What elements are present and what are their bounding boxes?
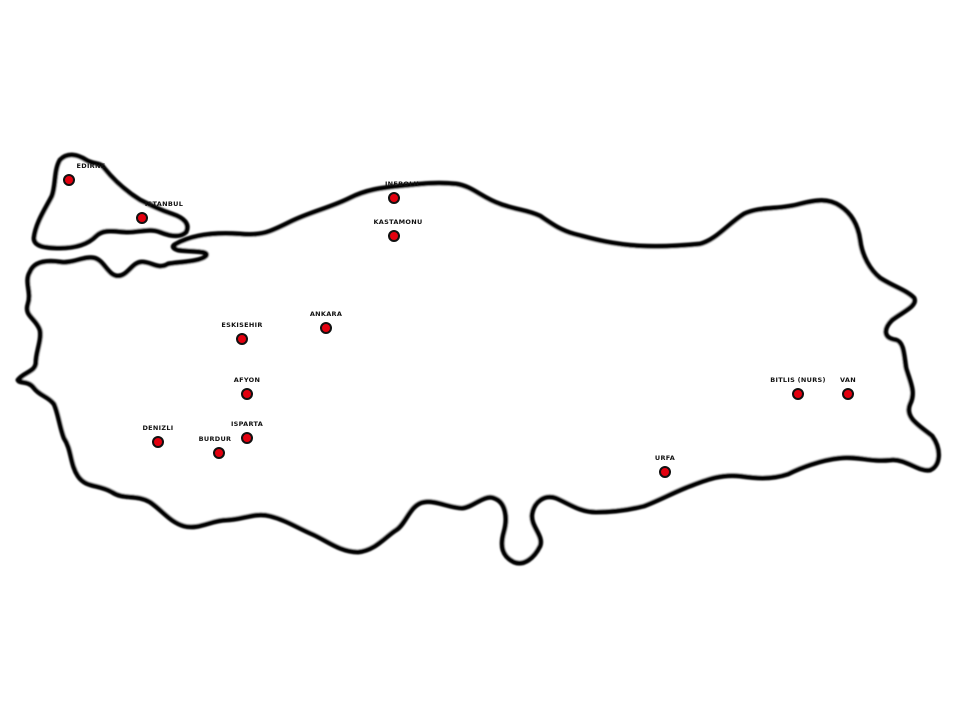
anatolia-outline [15, 180, 941, 566]
city-label: ANKARA [309, 310, 343, 318]
city-label: ISPARTA [230, 420, 264, 428]
city-label: URFA [654, 454, 676, 462]
city-label: ISTANBUL [144, 200, 184, 208]
map-pin-icon[interactable] [63, 174, 75, 186]
city-label: AFYON [233, 376, 261, 384]
map-pin-icon[interactable] [152, 436, 164, 448]
city-label: ESKISEHIR [221, 321, 263, 329]
city-label: BITLIS (NURS) [770, 376, 826, 384]
city-label: EDIRNE [76, 162, 106, 170]
map-pin-icon[interactable] [388, 192, 400, 204]
map-pin-icon[interactable] [241, 388, 253, 400]
city-label: BURDUR [198, 435, 232, 443]
map-pin-icon[interactable] [236, 333, 248, 345]
map-pin-icon[interactable] [241, 432, 253, 444]
map-pin-icon[interactable] [213, 447, 225, 459]
city-label: VAN [840, 376, 856, 384]
map-pin-icon[interactable] [136, 212, 148, 224]
map-pin-icon[interactable] [792, 388, 804, 400]
map-pin-icon[interactable] [842, 388, 854, 400]
map-pin-icon[interactable] [659, 466, 671, 478]
city-label: INEBOLU [384, 180, 420, 188]
map-pin-icon[interactable] [320, 322, 332, 334]
city-label: KASTAMONU [373, 218, 423, 226]
city-label: DENIZLI [142, 424, 174, 432]
map-pin-icon[interactable] [388, 230, 400, 242]
